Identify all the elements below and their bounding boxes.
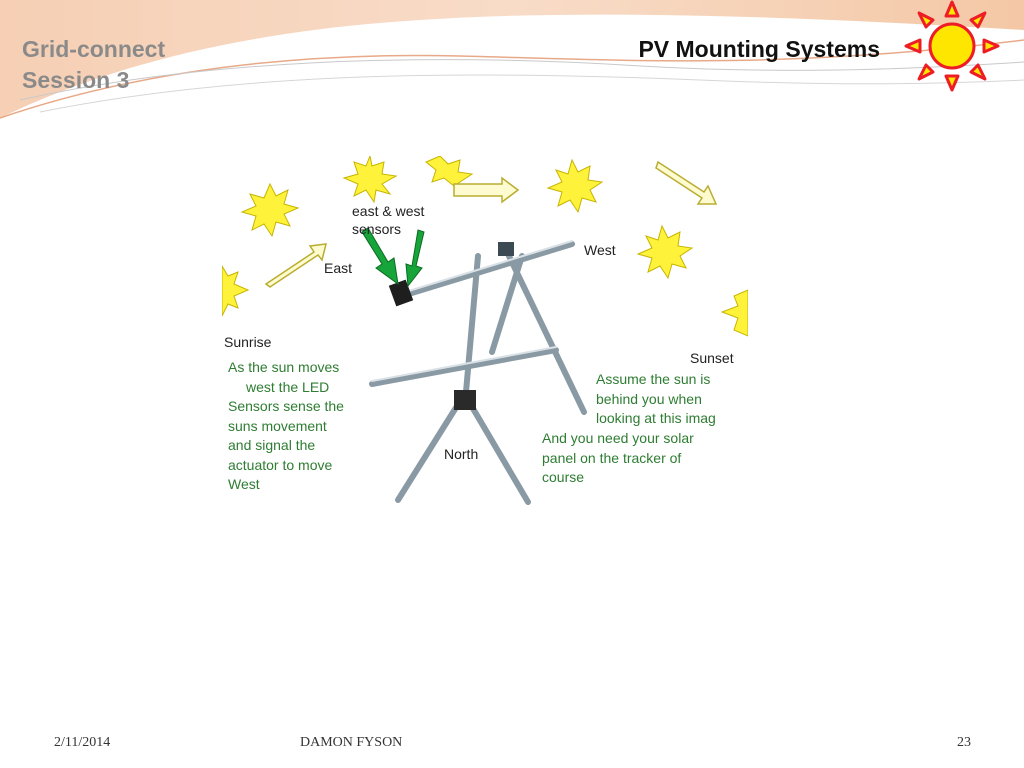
sun-west-icon (636, 224, 694, 280)
note-left-line: Sensors sense the (228, 398, 344, 414)
east-label: East (324, 260, 353, 276)
sun-icon (904, 0, 1000, 92)
north-label: North (444, 446, 479, 462)
solar-tracker-diagram: east & west sensors East West Sunrise Su… (222, 156, 748, 506)
header-decoration (0, 0, 1024, 119)
note-right-a-line: Assume the sun is (596, 371, 711, 387)
sunset-label: Sunset (690, 350, 734, 366)
arrow-east-icon (264, 243, 327, 288)
deck-brand: Grid-connect Session 3 (22, 34, 165, 96)
note-right-b-line: course (542, 469, 585, 485)
sun-top-right-icon (546, 158, 604, 214)
note-right-a-line: looking at this imag (596, 410, 716, 426)
sensors-label: east & west sensors (352, 202, 424, 238)
sensor-arrow-right-icon (405, 229, 425, 288)
footer-date: 2/11/2014 (54, 735, 111, 750)
footer-page-number: 23 (957, 735, 971, 750)
note-right-a: Assume the sun is behind you when lookin… (596, 370, 716, 429)
note-left-line: west the LED (246, 378, 330, 395)
sunrise-label: Sunrise (224, 334, 272, 350)
sun-east-icon (240, 182, 300, 238)
sun-sunrise-icon (222, 265, 250, 317)
note-left-line: and signal the (228, 437, 316, 453)
sensors-label-line-1: east & west (352, 203, 425, 219)
note-right-b: And you need your solar panel on the tra… (542, 429, 694, 488)
arrow-west-icon (655, 160, 718, 205)
note-left-line: suns movement (228, 417, 327, 434)
sensors-label-line-2: sensors (352, 221, 402, 237)
note-right-b-line: And you need your solar (542, 430, 694, 446)
note-left-line: As the sun moves (228, 359, 340, 375)
slide-title: PV Mounting Systems (638, 36, 880, 62)
arrow-top-icon (453, 176, 520, 204)
note-left-line: actuator to move (228, 456, 333, 473)
west-label: West (584, 242, 616, 258)
sun-top-left-icon (342, 156, 398, 204)
note-left: As the sun moves west the LED Sensors se… (228, 358, 344, 495)
note-right-b-line: panel on the tracker of (542, 449, 682, 466)
note-right-a-line: behind you when (596, 390, 702, 407)
tracker-illustration (222, 156, 748, 506)
footer-author: DAMON FYSON (300, 735, 403, 750)
brand-line-2: Session 3 (22, 67, 130, 93)
brand-line-1: Grid-connect (22, 36, 166, 62)
sun-sunset-icon (720, 289, 748, 337)
sensor-arrow-left-icon (361, 227, 399, 286)
note-left-line: West (228, 476, 260, 492)
